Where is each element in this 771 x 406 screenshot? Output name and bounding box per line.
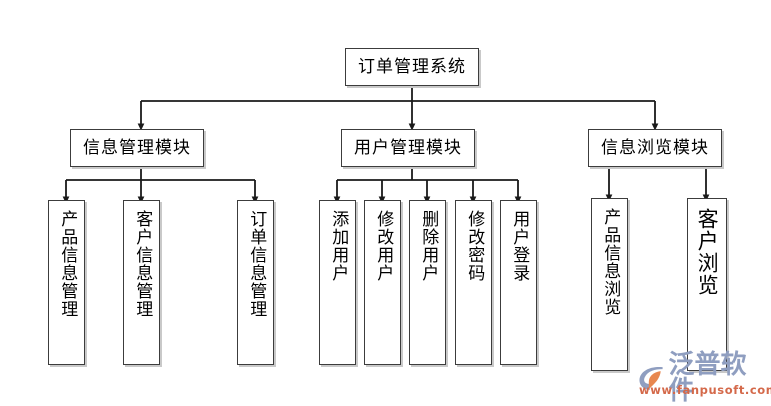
fanpu-logo-icon (639, 366, 663, 390)
node-leaf-product-info-management-label: 产品信息管理 (57, 210, 78, 318)
node-module-information-management[interactable]: 信息管理模块 (70, 129, 204, 167)
node-leaf-product-info-browse[interactable]: 产品信息浏览 (591, 198, 628, 371)
node-leaf-customer-info-management-label: 客户信息管理 (132, 210, 153, 318)
node-leaf-modify-user[interactable]: 修改用户 (364, 200, 401, 365)
node-leaf-product-info-browse-label: 产品信息浏览 (600, 208, 621, 316)
node-leaf-customer-browse[interactable]: 客户浏览 (687, 198, 727, 371)
node-module-information-browse-label: 信息浏览模块 (601, 137, 709, 158)
node-leaf-change-password-label: 修改密码 (464, 210, 485, 282)
node-leaf-customer-browse-label: 客户浏览 (695, 208, 720, 296)
node-leaf-add-user[interactable]: 添加用户 (319, 200, 356, 365)
node-leaf-add-user-label: 添加用户 (328, 210, 349, 282)
watermark-url-text: www.fanpusoft.com (639, 383, 771, 397)
node-leaf-modify-user-label: 修改用户 (373, 210, 394, 282)
node-leaf-user-login[interactable]: 用户登录 (500, 200, 537, 365)
node-root-label: 订单管理系统 (358, 56, 466, 77)
node-leaf-order-info-management[interactable]: 订单信息管理 (237, 200, 274, 365)
node-leaf-order-info-management-label: 订单信息管理 (246, 210, 267, 318)
node-module-information-browse[interactable]: 信息浏览模块 (588, 129, 722, 167)
node-leaf-customer-info-management[interactable]: 客户信息管理 (123, 200, 160, 365)
node-leaf-user-login-label: 用户登录 (509, 210, 530, 282)
node-leaf-delete-user-label: 删除用户 (418, 210, 439, 282)
node-leaf-change-password[interactable]: 修改密码 (455, 200, 492, 365)
node-module-user-management-label: 用户管理模块 (354, 137, 462, 158)
node-root[interactable]: 订单管理系统 (345, 48, 479, 86)
node-module-information-management-label: 信息管理模块 (83, 137, 191, 158)
node-leaf-delete-user[interactable]: 删除用户 (409, 200, 446, 365)
node-leaf-product-info-management[interactable]: 产品信息管理 (48, 200, 85, 365)
node-module-user-management[interactable]: 用户管理模块 (341, 129, 475, 167)
